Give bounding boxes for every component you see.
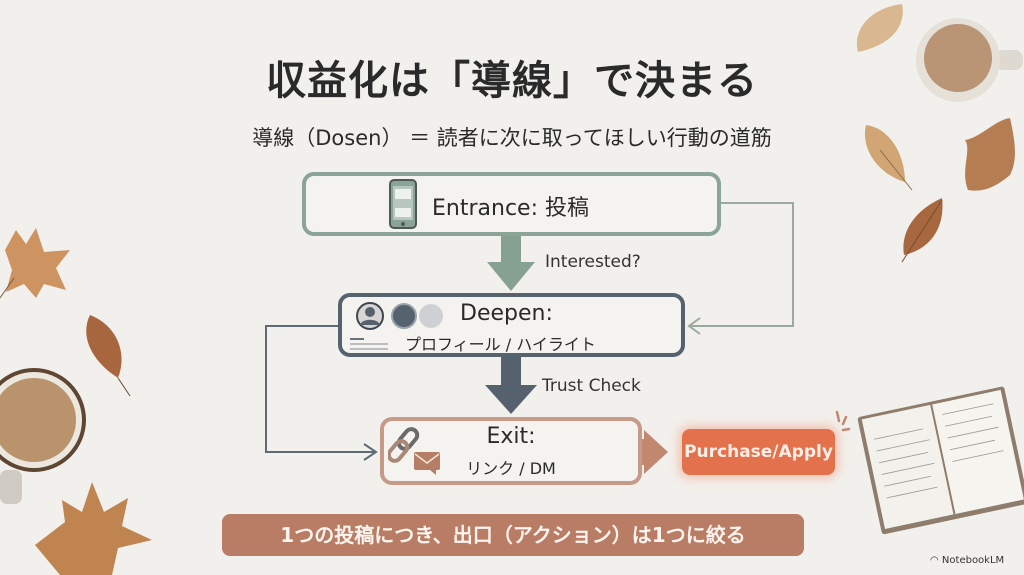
coffee-cup-icon bbox=[916, 18, 1023, 102]
loop-connector-entrance-to-deepen bbox=[687, 202, 794, 335]
sparkle-icon bbox=[835, 410, 851, 432]
notebooklm-logo-icon: ◠ bbox=[930, 555, 939, 566]
loop-connector-deepen-to-exit bbox=[265, 325, 378, 461]
envelope-icon bbox=[414, 452, 440, 475]
coffee-cup-icon bbox=[0, 368, 86, 504]
link-and-message-icon bbox=[388, 427, 440, 475]
node-exit-sublabel: リンク / DM bbox=[466, 459, 556, 478]
leaf-icon bbox=[856, 4, 903, 52]
slide-title: 収益化は「導線」で決まる bbox=[266, 58, 758, 104]
node-entrance bbox=[302, 172, 721, 236]
node-deepen bbox=[338, 293, 685, 357]
node-deepen-label: Deepen: bbox=[460, 301, 553, 326]
oak-leaf-icon bbox=[965, 118, 1015, 191]
profile-highlights-icon bbox=[356, 302, 443, 330]
node-exit-label: Exit: bbox=[486, 424, 536, 449]
arrow-down-icon bbox=[485, 357, 537, 414]
leaf-icon bbox=[86, 315, 131, 397]
link-icon bbox=[388, 427, 420, 463]
arrow-down-icon bbox=[487, 236, 535, 291]
key-takeaway-banner: 1つの投稿につき、出口（アクション）は1つに絞る bbox=[222, 514, 804, 556]
purchase-apply-button[interactable]: Purchase/Apply bbox=[682, 429, 835, 475]
text-lines-icon bbox=[350, 338, 388, 350]
node-deepen-sublabel: プロフィール / ハイライト bbox=[405, 335, 596, 354]
brand-label: NotebookLM bbox=[941, 555, 1005, 566]
edge-label-trust-check: Trust Check bbox=[542, 376, 641, 396]
maple-leaf-icon bbox=[35, 482, 152, 575]
slide-subtitle: 導線（Dosen） ＝ 読者に次に取ってほしい行動の道筋 bbox=[252, 126, 772, 150]
edge-label-interested: Interested? bbox=[545, 252, 641, 272]
node-entrance-label: Entrance: 投稿 bbox=[432, 196, 589, 221]
smartphone-icon bbox=[389, 179, 417, 229]
notebook-icon bbox=[857, 386, 1024, 535]
maple-leaf-icon bbox=[0, 228, 70, 299]
brand-watermark: ◠ NotebookLM bbox=[930, 555, 1004, 566]
leaf-icon bbox=[864, 125, 913, 191]
node-exit bbox=[380, 417, 642, 485]
leaf-icon bbox=[901, 198, 943, 263]
